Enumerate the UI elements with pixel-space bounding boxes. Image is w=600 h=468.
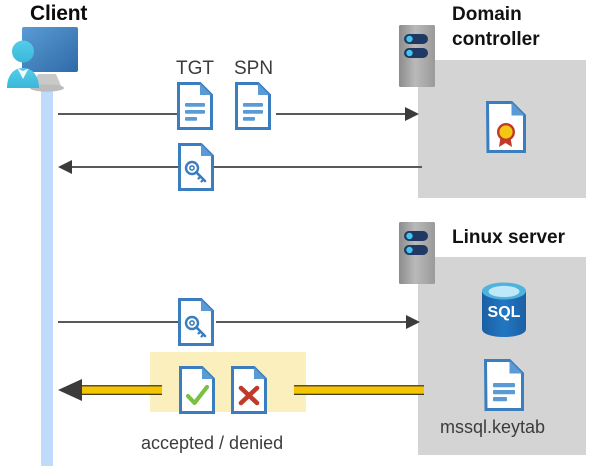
flow-arrow-domain-controller-to-client (56, 157, 182, 177)
label-spn: SPN (234, 58, 274, 79)
flow-line-client-to-linux (58, 320, 180, 324)
keytab-document-icon (484, 359, 524, 411)
label-tgt: TGT (176, 58, 214, 79)
server-rack-icon-linux-server (398, 221, 438, 285)
document-key-icon-ticket (178, 143, 214, 191)
page-title-client: Client (30, 2, 88, 25)
client-computer-user-icon (4, 26, 96, 92)
domain-controller-title-line1: Domain (452, 4, 522, 25)
document-check-icon-accepted (179, 366, 215, 414)
document-lines-icon-tgt (177, 82, 213, 130)
flow-arrow-client-to-linux-server (216, 312, 422, 332)
page-title-linux-server: Linux server (452, 227, 565, 248)
document-key-icon-request (178, 298, 214, 346)
flow-arrow-linux-server-to-client-left (56, 378, 162, 402)
certificate-document-icon (486, 101, 526, 153)
flow-line-client-to-tgt (58, 112, 180, 116)
document-lines-icon-spn (235, 82, 271, 130)
sql-database-icon: SQL (478, 281, 530, 339)
flow-arrow-spn-to-domain-controller (276, 104, 421, 124)
flow-line-domain-controller-ticket (214, 165, 422, 169)
label-mssql-keytab: mssql.keytab (440, 417, 546, 437)
svg-text:SQL: SQL (488, 304, 521, 321)
document-cross-icon-denied (231, 366, 267, 414)
server-rack-icon-domain-controller (398, 24, 438, 88)
domain-controller-title-line2: controller (452, 29, 540, 50)
flow-arrow-linux-server-to-client-right (294, 378, 424, 402)
page-title-domain-controller: Domain controller (452, 2, 592, 52)
label-accepted-denied: accepted / denied (141, 433, 284, 453)
auth-result-highlight (150, 352, 306, 412)
client-lifeline (41, 78, 53, 466)
